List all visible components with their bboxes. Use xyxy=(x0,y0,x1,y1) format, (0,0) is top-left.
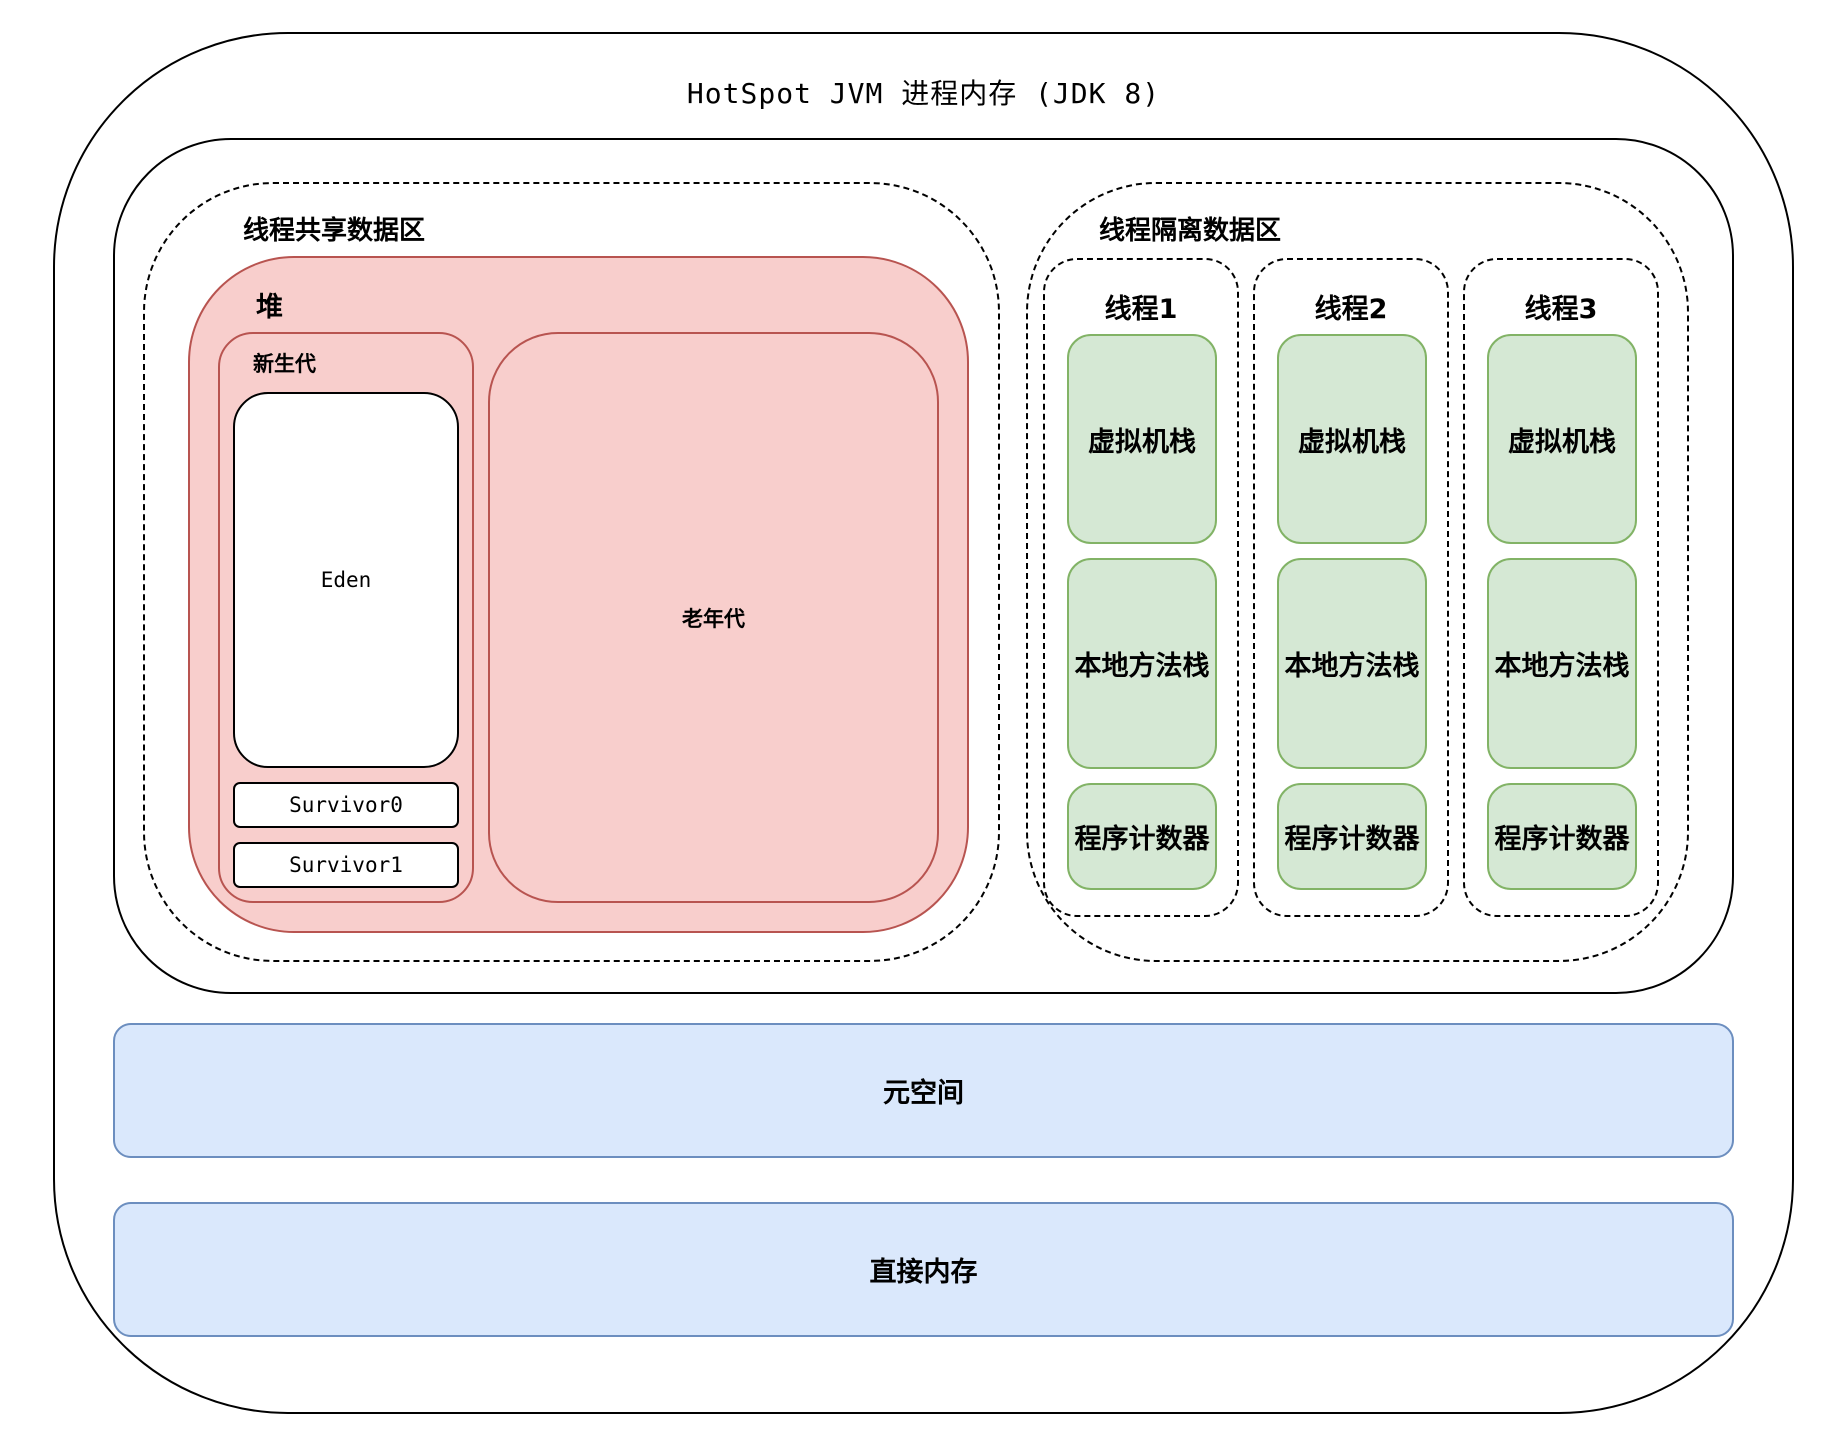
thread-isolated-area-label: 线程隔离数据区 xyxy=(1099,216,1282,246)
jvm-process-memory-container xyxy=(53,32,1794,1414)
heap-label: 堆 xyxy=(256,292,283,323)
thread-1-native-method-stack: 本地方法栈 xyxy=(1067,558,1217,769)
young-generation-label: 新生代 xyxy=(253,352,316,376)
eden-box: Eden xyxy=(233,392,459,768)
young-generation-box xyxy=(218,332,474,903)
thread-2-vm-stack: 虚拟机栈 xyxy=(1277,334,1427,544)
thread-2-native-method-stack: 本地方法栈 xyxy=(1277,558,1427,769)
diagram-title: HotSpot JVM 进程内存 (JDK 8) xyxy=(686,77,1161,110)
metaspace-box: 元空间 xyxy=(113,1023,1734,1158)
thread-3-box: 线程3 虚拟机栈 本地方法栈 程序计数器 xyxy=(1463,258,1659,917)
thread-3-label: 线程3 xyxy=(1524,293,1598,325)
thread-1-box: 线程1 虚拟机栈 本地方法栈 程序计数器 xyxy=(1043,258,1239,917)
thread-2-label: 线程2 xyxy=(1314,293,1388,325)
thread-1-label: 线程1 xyxy=(1104,293,1178,325)
thread-isolated-area xyxy=(1026,182,1689,962)
thread-2-program-counter: 程序计数器 xyxy=(1277,783,1427,890)
thread-1-vm-stack: 虚拟机栈 xyxy=(1067,334,1217,544)
direct-memory-box: 直接内存 xyxy=(113,1202,1734,1337)
thread-3-vm-stack: 虚拟机栈 xyxy=(1487,334,1637,544)
survivor0-box: Survivor0 xyxy=(233,782,459,828)
thread-shared-area-label: 线程共享数据区 xyxy=(243,216,426,246)
thread-1-program-counter: 程序计数器 xyxy=(1067,783,1217,890)
old-generation-box: 老年代 xyxy=(488,332,939,903)
thread-shared-area xyxy=(143,182,1000,962)
thread-2-box: 线程2 虚拟机栈 本地方法栈 程序计数器 xyxy=(1253,258,1449,917)
survivor1-box: Survivor1 xyxy=(233,842,459,888)
thread-3-program-counter: 程序计数器 xyxy=(1487,783,1637,890)
runtime-data-area-container xyxy=(113,138,1734,994)
thread-3-native-method-stack: 本地方法栈 xyxy=(1487,558,1637,769)
